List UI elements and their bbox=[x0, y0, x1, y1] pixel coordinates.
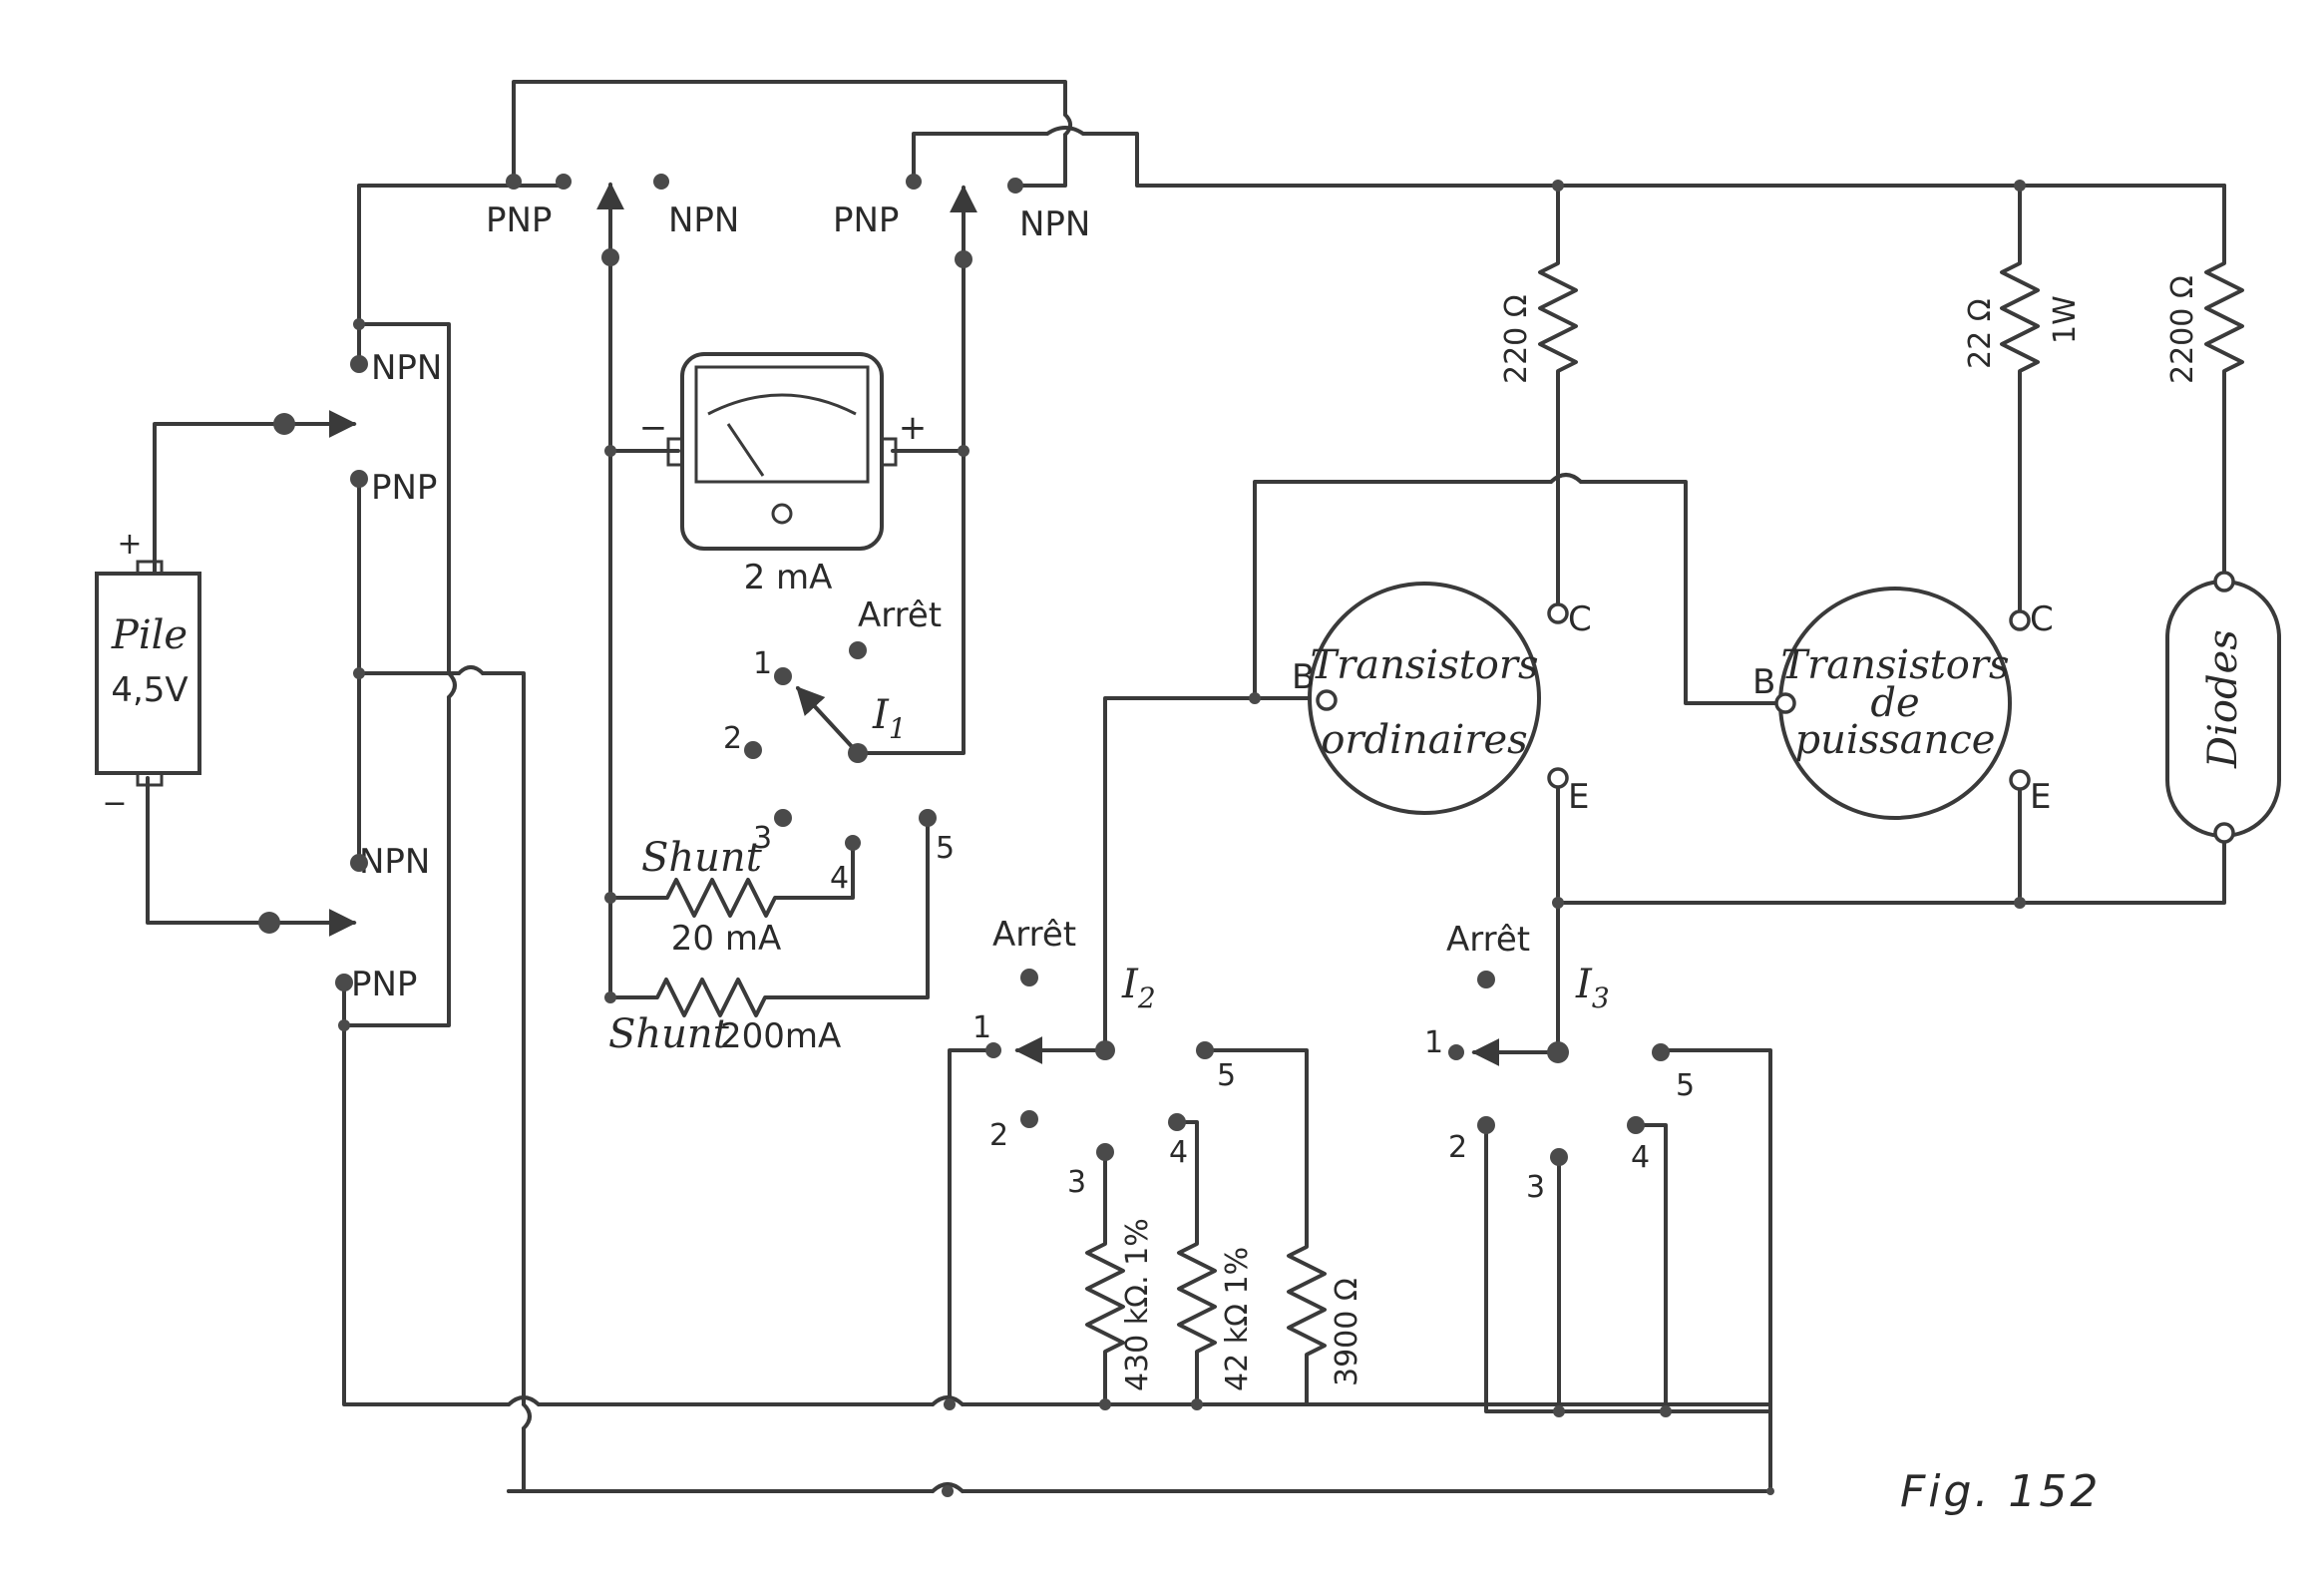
diodes-label: Diodes bbox=[2200, 629, 2246, 769]
wiring bbox=[146, 80, 2226, 1493]
i3-name: I3 bbox=[1575, 962, 1610, 1014]
i2-off-label: Arrêt bbox=[992, 915, 1076, 955]
switch-i1: Arrêt I1 1 2 3 4 5 bbox=[723, 595, 955, 896]
socket2-title-2: de bbox=[1870, 680, 1919, 726]
i2-pos-1: 1 bbox=[972, 1010, 991, 1045]
socket1-title-1: Transistors bbox=[1310, 642, 1538, 688]
shunt-200-label: Shunt bbox=[608, 1011, 730, 1057]
i3-pos-3: 3 bbox=[1526, 1170, 1545, 1205]
switch-i2: Arrêt I2 1 2 3 4 5 430 kΩ. 1% 42 kΩ 1% 3… bbox=[972, 915, 1364, 1391]
selector-label-npn-3: NPN bbox=[371, 348, 442, 388]
i3-pos-2: 2 bbox=[1448, 1130, 1467, 1165]
diode-socket: Diodes bbox=[2165, 580, 2281, 838]
selector-label-npn-4: NPN bbox=[359, 842, 430, 882]
shunt-200-value: 200mA bbox=[720, 1016, 841, 1056]
socket1-pin-c: C bbox=[1568, 599, 1592, 639]
selector-label-npn-1: NPN bbox=[668, 200, 739, 240]
socket1-title-2: ordinaires bbox=[1321, 717, 1527, 763]
i3-off-label: Arrêt bbox=[1446, 920, 1530, 960]
shunt-20ma-zigzag bbox=[651, 878, 791, 918]
battery-plus: + bbox=[117, 527, 142, 562]
battery-voltage: 4,5V bbox=[111, 670, 188, 710]
socket-terminals bbox=[1316, 571, 2235, 844]
meter-minus: − bbox=[639, 408, 668, 448]
selector-labels: PNP NPN PNP NPN NPN PNP NPN PNP bbox=[351, 200, 1090, 1004]
i2-pos-4: 4 bbox=[1169, 1135, 1188, 1170]
i3-pos-1: 1 bbox=[1424, 1025, 1443, 1060]
resistor-22-label: 22 Ω bbox=[1963, 298, 1998, 369]
socket2-title-1: Transistors bbox=[1780, 642, 2009, 688]
resistor-zigzags bbox=[641, 247, 2244, 1364]
selector-arrows bbox=[596, 182, 977, 259]
resistor-430k-zigzag bbox=[1085, 1230, 1125, 1364]
i1-pos-4: 4 bbox=[830, 861, 849, 896]
i2-name: I2 bbox=[1121, 962, 1156, 1014]
i1-off-label: Arrêt bbox=[858, 595, 942, 635]
i3-pos-4: 4 bbox=[1631, 1140, 1650, 1175]
i2-pos-3: 3 bbox=[1067, 1165, 1086, 1200]
socket1-pin-e: E bbox=[1568, 777, 1589, 817]
i1-pos-2: 2 bbox=[723, 721, 742, 756]
battery: Pile 4,5V + − bbox=[95, 527, 201, 821]
resistor-430k-label: 430 kΩ. 1% bbox=[1120, 1218, 1155, 1391]
resistor-42k-zigzag bbox=[1177, 1230, 1217, 1364]
selector-label-pnp-4: PNP bbox=[351, 965, 417, 1004]
shunt-20-label: Shunt bbox=[641, 835, 763, 881]
meter-range: 2 mA bbox=[744, 558, 833, 597]
shunt-labels: Shunt 20 mA Shunt 200mA bbox=[608, 835, 841, 1057]
socket2-pin-c: C bbox=[2030, 599, 2054, 639]
selector-label-pnp-3: PNP bbox=[371, 468, 437, 508]
battery-name: Pile bbox=[111, 612, 188, 658]
switch-i3: Arrêt I3 1 2 3 4 5 bbox=[1424, 920, 1695, 1205]
socket-power-transistors: Transistors de puissance B C E bbox=[1752, 587, 2054, 820]
resistor-3900-zigzag bbox=[1287, 1235, 1327, 1364]
selector-label-npn-2: NPN bbox=[1019, 204, 1090, 244]
figure-caption: Fig. 152 bbox=[1900, 1466, 2101, 1517]
selector-label-pnp-1: PNP bbox=[486, 200, 552, 240]
i2-pos-5: 5 bbox=[1217, 1058, 1236, 1093]
battery-minus: − bbox=[102, 786, 127, 821]
socket2-pin-e: E bbox=[2030, 777, 2051, 817]
resistor-2200-label: 2200 Ω bbox=[2165, 275, 2200, 384]
i3-pos-5: 5 bbox=[1676, 1068, 1695, 1103]
socket2-pin-b: B bbox=[1752, 662, 1775, 702]
resistor-220-label: 220 Ω bbox=[1499, 294, 1534, 384]
resistor-3900-label: 3900 Ω bbox=[1330, 1278, 1364, 1386]
i1-pos-5: 5 bbox=[936, 831, 955, 866]
resistor-22-rating: 1W bbox=[2048, 295, 2083, 344]
socket2-title-3: puissance bbox=[1795, 717, 1996, 763]
selector-label-pnp-2: PNP bbox=[833, 200, 899, 240]
terminal-dots bbox=[258, 174, 2026, 1497]
shunt-200ma-zigzag bbox=[641, 978, 781, 1017]
milliammeter: 2 mA − + bbox=[639, 352, 928, 597]
top-resistor-labels: 220 Ω 22 Ω 1W 2200 Ω bbox=[1499, 275, 2200, 384]
socket1-pin-b: B bbox=[1292, 657, 1315, 697]
meter-plus: + bbox=[899, 408, 928, 448]
resistor-22-zigzag bbox=[2000, 247, 2040, 386]
shunt-20-value: 20 mA bbox=[671, 919, 781, 959]
i2-pos-2: 2 bbox=[989, 1118, 1008, 1153]
i1-pos-3: 3 bbox=[753, 821, 772, 856]
i1-pos-1: 1 bbox=[753, 646, 772, 681]
resistor-42k-label: 42 kΩ 1% bbox=[1220, 1247, 1255, 1391]
socket-ordinary-transistors: Transistors ordinaires B C E bbox=[1292, 582, 1592, 817]
resistor-220-zigzag bbox=[1538, 247, 1578, 386]
resistor-2200-zigzag bbox=[2204, 247, 2244, 386]
i1-name: I1 bbox=[872, 692, 907, 745]
